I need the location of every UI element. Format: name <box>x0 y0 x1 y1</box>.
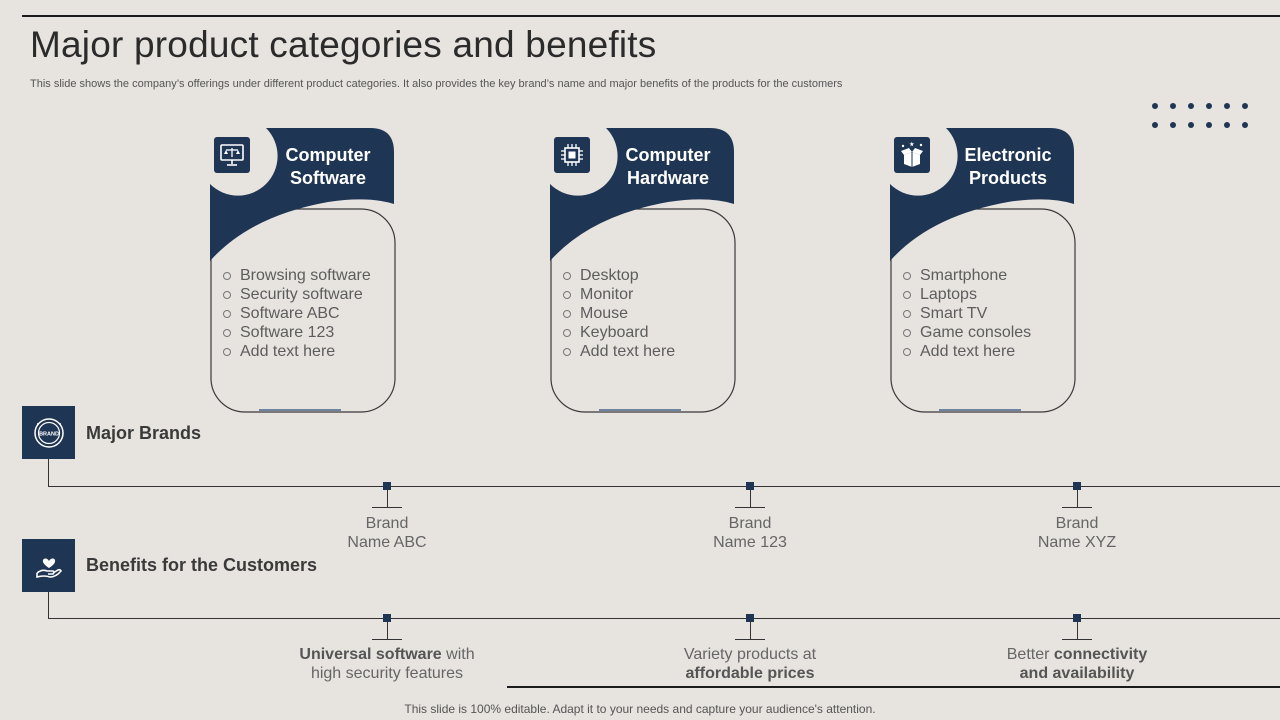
card-accent-bar <box>599 409 681 411</box>
open-box-icon <box>894 137 930 173</box>
benefits-timeline <box>48 618 1280 619</box>
decorative-dots <box>1152 103 1252 135</box>
card-accent-bar <box>939 409 1021 411</box>
scales-monitor-icon <box>214 137 250 173</box>
timeline-marker <box>1073 614 1081 622</box>
list-item: Mouse <box>562 304 675 323</box>
list-item: Game consoles <box>902 323 1031 342</box>
list-item: Laptops <box>902 285 1031 304</box>
connector-line <box>48 592 49 619</box>
card-accent-bar <box>259 409 341 411</box>
chip-icon <box>554 137 590 173</box>
bottom-rule <box>507 686 1280 688</box>
list-item: Add text here <box>902 342 1031 361</box>
brands-label: Major Brands <box>86 423 202 443</box>
page-title: Major product categories and benefits <box>30 24 657 65</box>
brand-badge-icon: BRAND <box>22 406 75 459</box>
connector-line <box>48 459 49 487</box>
top-rule <box>22 15 1280 17</box>
list-item: Smartphone <box>902 266 1031 285</box>
timeline-marker <box>383 614 391 622</box>
card-shape <box>548 128 736 413</box>
list-item: Software ABC <box>222 304 371 323</box>
timeline-marker <box>383 482 391 490</box>
list-item: Add text here <box>222 342 371 361</box>
brands-timeline <box>48 486 1280 487</box>
list-item: Browsing software <box>222 266 371 285</box>
category-item-list: Browsing software Security software Soft… <box>222 266 371 361</box>
list-item: Monitor <box>562 285 675 304</box>
timeline-marker <box>1073 482 1081 490</box>
list-item: Software 123 <box>222 323 371 342</box>
list-item: Security software <box>222 285 371 304</box>
list-item: Desktop <box>562 266 675 285</box>
hand-heart-icon <box>22 539 75 592</box>
benefits-label: Benefits for the Customers <box>86 555 318 575</box>
footer-note: This slide is 100% editable. Adapt it to… <box>404 702 876 716</box>
timeline-marker <box>746 614 754 622</box>
category-item-list: Smartphone Laptops Smart TV Game console… <box>902 266 1031 361</box>
list-item: Keyboard <box>562 323 675 342</box>
timeline-marker <box>746 482 754 490</box>
category-item-list: Desktop Monitor Mouse Keyboard Add text … <box>562 266 675 361</box>
list-item: Add text here <box>562 342 675 361</box>
list-item: Smart TV <box>902 304 1031 323</box>
svg-text:BRAND: BRAND <box>39 431 59 437</box>
page-subtitle: This slide shows the company’s offerings… <box>30 78 843 90</box>
